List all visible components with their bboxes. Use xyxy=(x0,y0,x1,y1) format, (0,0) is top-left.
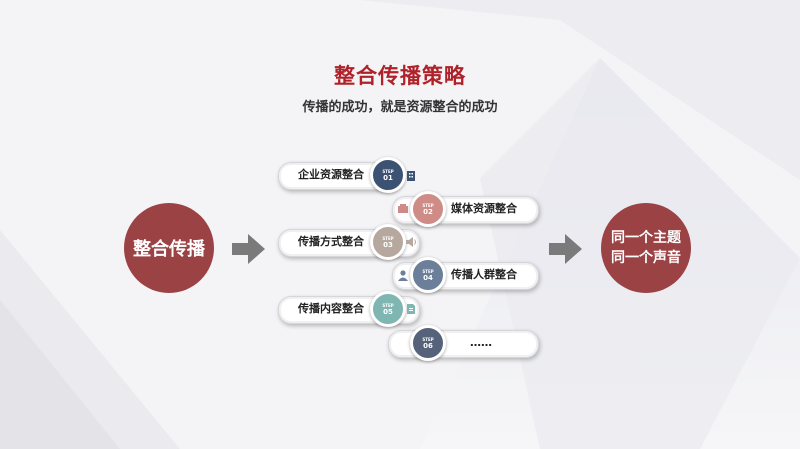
step-label-01: 企业资源整合 xyxy=(298,168,364,181)
circle-left-label: 整合传播 xyxy=(133,239,205,260)
one-theme-one-voice-circle: 同一个主题 同一个声音 xyxy=(601,203,691,293)
step-badge-01: STEP 01 xyxy=(370,157,406,193)
page-title: 整合传播策略 xyxy=(334,64,466,88)
step-label-03: 传播方式整合 xyxy=(298,235,364,248)
step-badge-04: STEP 04 xyxy=(410,257,446,293)
integrated-communication-circle: 整合传播 xyxy=(124,203,214,293)
step-label-05: 传播内容整合 xyxy=(298,302,364,315)
speaker-icon xyxy=(404,235,418,249)
user-icon xyxy=(396,268,410,282)
step-badge-05: STEP 05 xyxy=(370,291,406,327)
document-icon xyxy=(404,302,418,316)
step-badge-02: STEP 02 xyxy=(410,191,446,227)
step-badge-06: STEP 06 xyxy=(410,325,446,361)
right-arrow-icon xyxy=(549,234,582,264)
circle-right-line2: 同一个声音 xyxy=(611,250,681,266)
page-subtitle: 传播的成功，就是资源整合的成功 xyxy=(302,100,498,115)
step-label-06: …… xyxy=(470,336,492,349)
step-label-04: 传播人群整合 xyxy=(451,268,517,281)
media-icon xyxy=(396,202,410,216)
right-arrow-icon xyxy=(232,234,265,264)
building-icon xyxy=(404,168,418,182)
circle-right-line1: 同一个主题 xyxy=(611,230,681,246)
step-badge-03: STEP 03 xyxy=(370,224,406,260)
step-label-02: 媒体资源整合 xyxy=(451,202,517,215)
